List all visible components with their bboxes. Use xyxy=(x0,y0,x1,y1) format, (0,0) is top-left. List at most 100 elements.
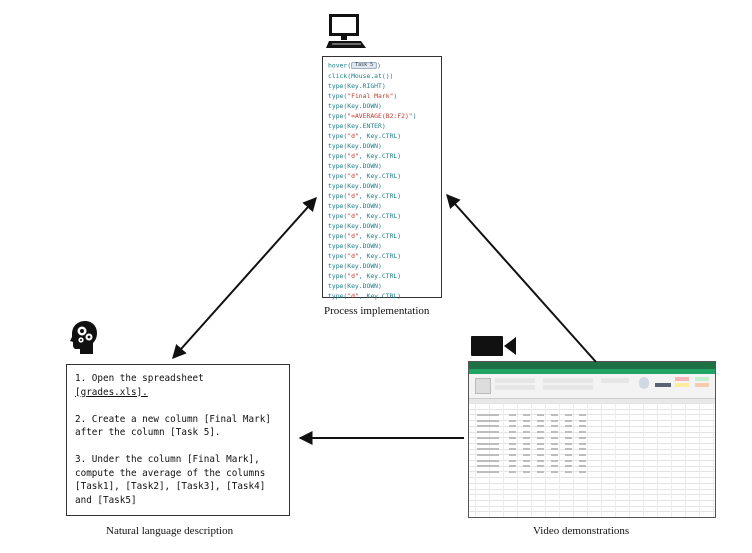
code-line: type("d", Key.CTRL) xyxy=(328,272,402,280)
nl-line: and [Task5] xyxy=(75,494,137,506)
code-line: type("Final Mark") xyxy=(328,92,398,100)
sheet-cell xyxy=(509,459,516,462)
sheet-cell xyxy=(551,425,558,428)
sheet-col-line xyxy=(643,403,644,517)
sheet-cell xyxy=(509,453,516,456)
sheet-cell xyxy=(551,436,558,439)
sheet-cell xyxy=(551,448,558,451)
sheet-col-line xyxy=(531,403,532,517)
sheet-cell xyxy=(509,414,516,416)
sheet-cell xyxy=(579,465,586,468)
process-caption: Process implementation xyxy=(324,305,430,317)
code-line: type("=AVERAGE(B2:F2)") xyxy=(328,112,417,120)
sheet-cell xyxy=(565,442,572,445)
sheet-cell xyxy=(579,459,586,462)
sheet-cell xyxy=(477,448,499,451)
sheet-col-line xyxy=(601,403,602,517)
sheet-row-line xyxy=(469,420,715,422)
sheet-col-line xyxy=(503,403,504,517)
sheet-cell xyxy=(537,453,544,456)
nl-line: 2. Create a new column [Final Mark] xyxy=(75,413,271,425)
sheet-row-line xyxy=(469,488,715,490)
video-camera-icon xyxy=(471,336,516,356)
sheet-row-line xyxy=(469,505,715,507)
nl-line: after the column [Task 5]. xyxy=(75,427,221,438)
sheet-row-line xyxy=(469,460,715,461)
sheet-cell xyxy=(523,448,530,451)
sheet-col-line xyxy=(587,403,588,517)
sheet-col-line xyxy=(713,403,714,517)
sheet-cell xyxy=(509,425,516,428)
code-line-hover: hover(Task 5) xyxy=(328,61,382,70)
sheet-row-line xyxy=(469,414,715,416)
code-line: click(Mouse.at()) xyxy=(328,72,394,80)
sheet-cell xyxy=(523,425,530,428)
sheet-cell xyxy=(477,471,499,473)
sheet-row-line xyxy=(469,403,715,404)
sheet-cell xyxy=(477,425,499,428)
sheet-row-line xyxy=(469,471,715,473)
code-line: type("d", Key.CTRL) xyxy=(328,212,402,220)
sheet-col-line xyxy=(615,403,616,517)
sheet-row-line xyxy=(469,494,715,496)
arrow-video-to-process xyxy=(446,193,597,363)
sheet-col-line xyxy=(573,403,574,517)
sheet-cell xyxy=(537,448,544,451)
sheet-cell xyxy=(579,425,586,428)
sheet-cell xyxy=(523,431,530,434)
sheet-col-line xyxy=(545,403,546,517)
sheet-cell xyxy=(477,465,499,468)
sheet-cell xyxy=(579,431,586,434)
sheet-cell xyxy=(523,471,530,473)
sheet-row-line xyxy=(469,425,715,427)
sheet-cell xyxy=(509,436,516,439)
code-line: type("d", Key.CTRL) xyxy=(328,152,402,160)
head-gears-icon xyxy=(70,321,97,354)
code-line: type("d", Key.CTRL) xyxy=(328,292,402,300)
sheet-cell xyxy=(551,442,558,445)
sheet-cell xyxy=(565,419,572,422)
process-code-box: hover(Task 5) click(Mouse.at()) type(Key.… xyxy=(322,56,442,300)
code-line: type(Key.DOWN) xyxy=(328,242,382,250)
sheet-cell xyxy=(551,414,558,416)
sheet-col-line xyxy=(671,403,672,517)
sheet-cell xyxy=(537,442,544,445)
sheet-cell xyxy=(523,465,530,468)
sheet-row-line xyxy=(469,408,715,410)
sheet-cell xyxy=(579,453,586,456)
sheet-cell xyxy=(477,436,499,439)
code-line: type(Key.DOWN) xyxy=(328,282,382,290)
sheet-cell xyxy=(579,448,586,451)
code-line: type("d", Key.CTRL) xyxy=(328,192,402,200)
video-caption: Video demonstrations xyxy=(533,525,630,537)
sheet-cell xyxy=(565,414,572,416)
code-line: type(Key.ENTER) xyxy=(328,122,386,130)
sheet-cell xyxy=(477,419,499,422)
sheet-cell xyxy=(551,459,558,462)
code-line: type("d", Key.CTRL) xyxy=(328,172,402,180)
sheet-col-line xyxy=(699,403,700,517)
sheet-cell xyxy=(477,459,499,462)
sheet-cell xyxy=(477,431,499,434)
nl-line: 3. Under the column [Final Mark], xyxy=(75,454,260,465)
nl-line: compute the average of the columns xyxy=(75,467,266,479)
excel-ribbon-tabs xyxy=(469,369,715,374)
sheet-row-line xyxy=(469,431,715,433)
sheet-cell xyxy=(565,431,572,434)
sheet-cell xyxy=(565,453,572,456)
sheet-cell xyxy=(509,471,516,473)
sheet-cell xyxy=(551,453,558,456)
code-line: type(Key.RIGHT) xyxy=(328,82,386,90)
sheet-cell xyxy=(537,471,544,473)
sheet-cell xyxy=(523,453,530,456)
sheet-cell xyxy=(477,414,499,416)
code-line: type(Key.DOWN) xyxy=(328,262,382,270)
sheet-row-line xyxy=(469,465,715,467)
sheet-cell xyxy=(523,459,530,462)
code-line: type("d", Key.CTRL) xyxy=(328,232,402,240)
sheet-cell xyxy=(537,465,544,468)
sheet-cell xyxy=(579,471,586,473)
sheet-cell xyxy=(523,419,530,422)
sheet-row-line xyxy=(469,448,715,450)
